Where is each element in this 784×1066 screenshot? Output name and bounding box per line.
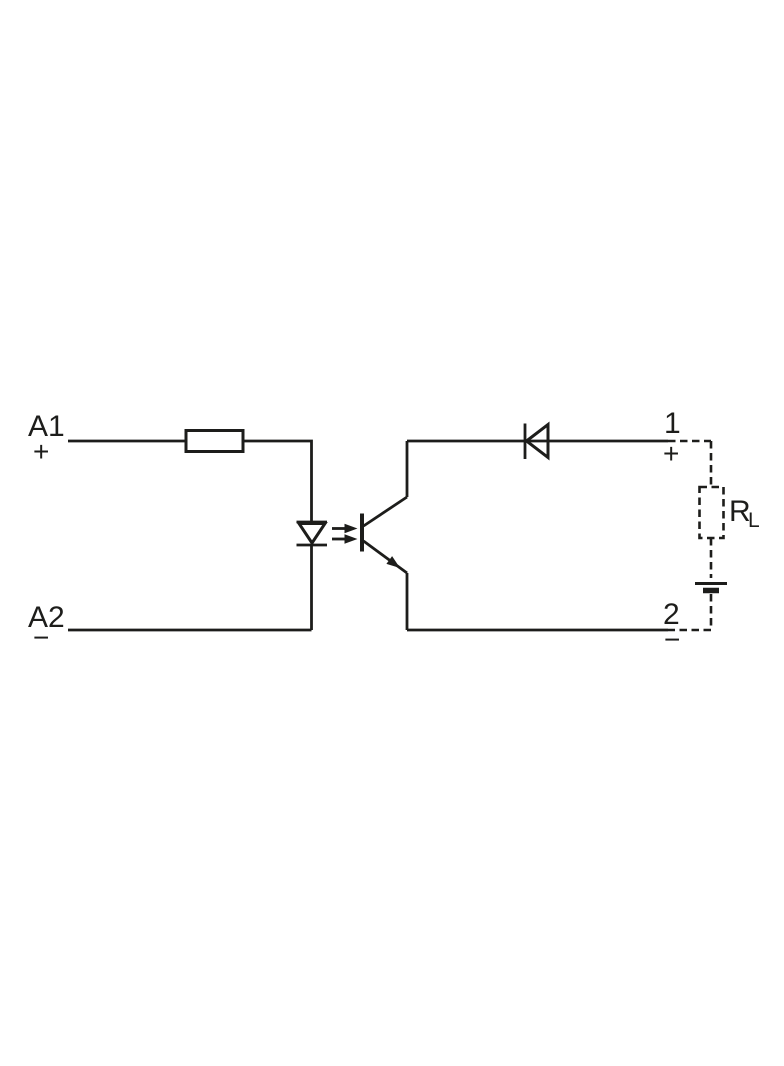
input-circuit <box>68 429 328 632</box>
series-resistor-symbol <box>184 429 245 453</box>
light-arrow-top-head <box>344 523 358 534</box>
phototransistor-emitter <box>362 539 408 575</box>
led-symbol <box>296 520 328 547</box>
terminal-2-label: 2 <box>663 598 680 631</box>
diode-triangle <box>524 421 550 461</box>
terminal-a2-label: A2 <box>28 601 65 634</box>
phototransistor-symbol <box>360 495 408 575</box>
phototransistor-emitter-arrow <box>386 556 400 568</box>
wire-a1-to-led <box>243 439 313 522</box>
terminal-a2-polarity: − <box>33 622 49 653</box>
battery-symbol <box>695 582 727 594</box>
output-circuit <box>405 421 668 632</box>
led-triangle <box>296 522 328 546</box>
terminal-1-label: 1 <box>664 407 681 440</box>
terminal-a1-polarity: + <box>33 436 49 467</box>
load-resistor-label-main: R <box>729 495 751 528</box>
external-load-loop <box>668 439 727 632</box>
terminal-2-polarity: − <box>664 624 680 655</box>
blocking-diode-symbol <box>523 421 550 461</box>
load-resistor-label: R L <box>729 495 760 532</box>
load-resistor-symbol <box>698 485 725 540</box>
terminal-a1-label: A1 <box>28 410 65 443</box>
terminal-labels: A1 + A2 − 1 + 2 − R L <box>28 407 760 655</box>
light-arrow-bottom-head <box>344 534 358 544</box>
phototransistor-collector <box>362 495 408 528</box>
terminal-1-polarity: + <box>663 438 679 469</box>
light-arrows-icon <box>332 523 358 544</box>
load-resistor-label-sub: L <box>748 509 760 532</box>
